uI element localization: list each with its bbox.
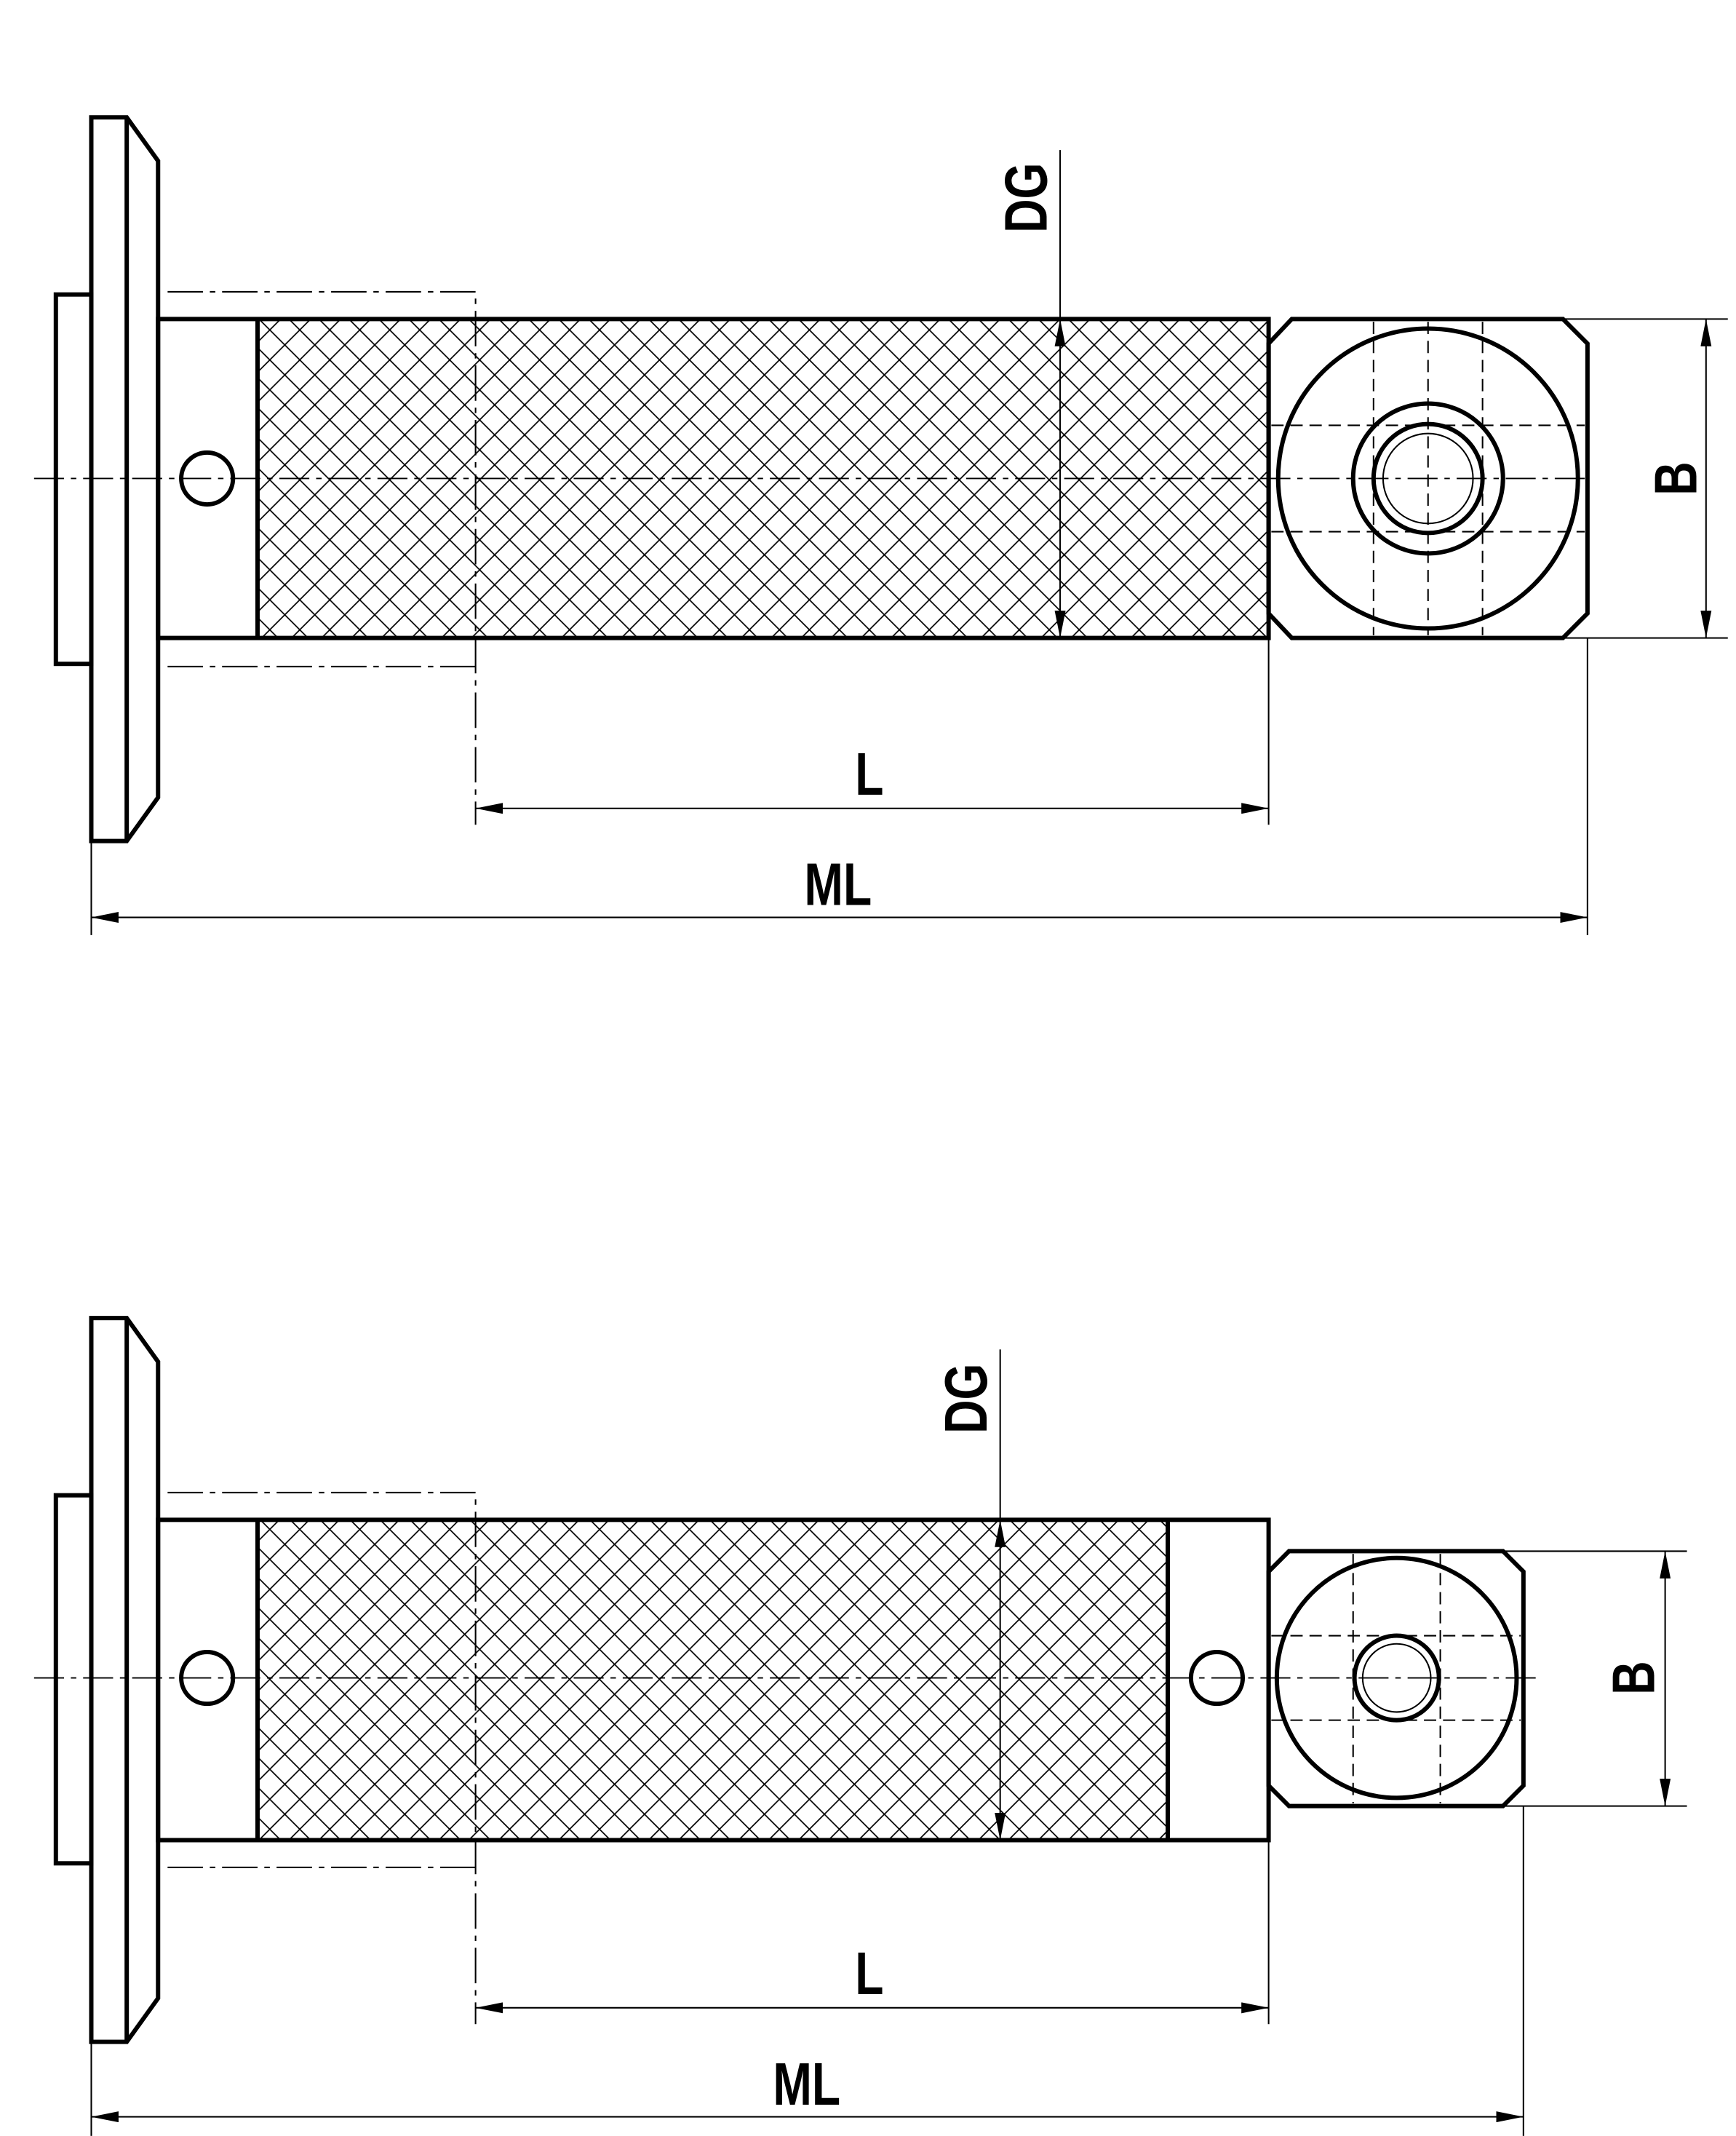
flange-stub [53, 292, 94, 667]
flange [89, 1316, 161, 2044]
l-label: L [855, 740, 883, 808]
b-label: B [1600, 1661, 1668, 1694]
view-bottom: DG B L ML [33, 1316, 1687, 2136]
b-label: B [1642, 461, 1710, 495]
pin-hole [179, 1650, 236, 1707]
view-top: DG B L ML [33, 115, 1728, 935]
ml-label: ML [804, 851, 872, 918]
knurled-grip [257, 319, 1269, 638]
hidden-lines [1271, 1554, 1521, 1803]
dg-label: DG [932, 1363, 1000, 1433]
knurled-grip [257, 1520, 1168, 1841]
dg-label: DG [992, 162, 1060, 232]
ml-label: ML [773, 2050, 840, 2118]
pin-hole [179, 450, 236, 507]
reference-line [167, 1491, 477, 2025]
flange-stub [53, 1493, 94, 1866]
head-disc [1274, 1555, 1519, 1800]
l-label: L [855, 1940, 883, 2007]
hidden-lines [1271, 322, 1585, 635]
reference-line [167, 290, 477, 825]
b-extension [1502, 1550, 1687, 1807]
thread-core [1361, 1643, 1432, 1713]
collar-edges [255, 1520, 1171, 1841]
pin-hole [1188, 1650, 1246, 1707]
b-extension [1563, 318, 1728, 639]
